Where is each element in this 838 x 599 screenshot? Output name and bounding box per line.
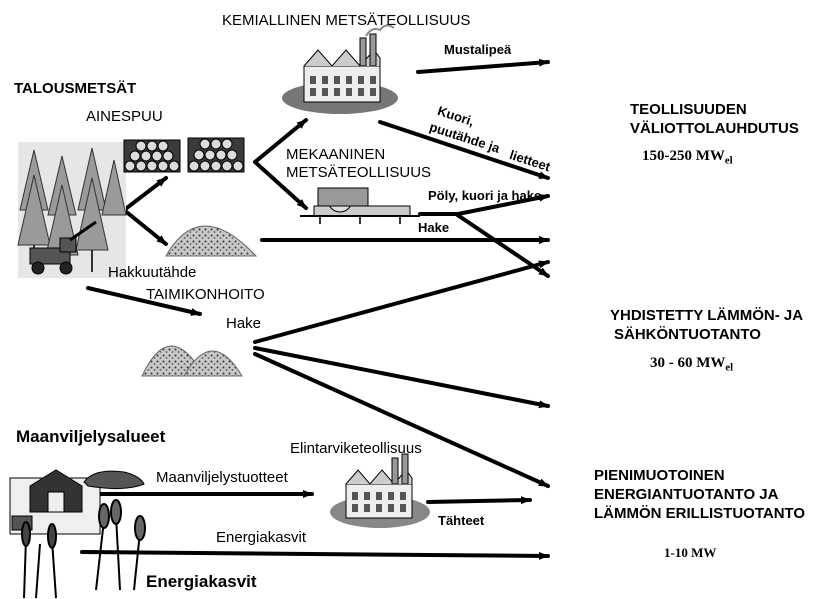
- label-taimikonhoito: TAIMIKONHOITO: [146, 286, 265, 303]
- label-energiakasvit-title: Energiakasvit: [146, 572, 257, 591]
- label-mustalipea: Mustalipeä: [444, 42, 512, 57]
- label-energiakasvit-arrow: Energiakasvit: [216, 529, 307, 546]
- woodchip-pile-icon: [165, 225, 258, 257]
- label-hake-lower: Hake: [226, 315, 262, 332]
- chemical-factory-icon: [282, 24, 398, 114]
- target-industry-power: 150-250 MWel: [642, 148, 733, 167]
- arrow-kuori: [378, 120, 550, 180]
- arrow-hakkuutahde: [86, 286, 202, 316]
- target-small-line1: PIENIMUOTOINEN: [594, 467, 725, 484]
- label-elintarviketeollisuus: Elintarviketeollisuus: [290, 440, 422, 457]
- label-talousmetsat: TALOUSMETSÄT: [14, 80, 137, 97]
- forest-harvester-icon: [17, 142, 127, 278]
- farm-barn-icon: [9, 469, 145, 535]
- label-mech-industry-1: MEKAANINEN: [286, 146, 386, 163]
- target-small-line2: ENERGIANTUOTANTO JA: [594, 486, 779, 503]
- arrow-logs-to-chem: [253, 118, 308, 164]
- label-hakkuutahde: Hakkuutähde: [108, 264, 197, 281]
- food-factory-icon: [330, 453, 430, 528]
- arrow-logs-to-mech: [253, 160, 308, 210]
- label-chem-industry: KEMIALLINEN METSÄTEOLLISUUS: [222, 12, 471, 29]
- target-industry-line2: VÄLIOTTOLAUHDUTUS: [630, 120, 799, 137]
- target-chp-power: 30 - 60 MWel: [650, 355, 733, 374]
- target-small-power: 1-10 MW: [664, 545, 717, 560]
- target-industry-line1: TEOLLISUUDEN: [630, 101, 747, 118]
- arrow-hake-to-industry: [253, 260, 550, 344]
- arrow-forest-to-logs: [122, 176, 168, 212]
- label-poly-kuori-hake: Pöly, kuori ja hake: [428, 188, 542, 203]
- arrow-forest-to-chips: [122, 208, 168, 246]
- target-small-line3: LÄMMÖN ERILLISTUOTANTO: [594, 505, 806, 522]
- target-chp-line1: YHDISTETTY LÄMMÖN- JA: [610, 307, 804, 324]
- sawmill-icon: [300, 187, 420, 224]
- arrow-hake-to-small: [253, 352, 550, 488]
- target-chp-line2: SÄHKÖNTUOTANTO: [614, 326, 761, 343]
- energy-crop-icon: [21, 499, 146, 599]
- label-maanviljelysalueet: Maanviljelysalueet: [16, 427, 166, 446]
- arrow-tahteet: [426, 496, 532, 505]
- label-hake-upper: Hake: [418, 220, 450, 235]
- flow-arrows: [80, 58, 550, 560]
- label-tahteet: Tähteet: [438, 513, 485, 528]
- label-mech-industry-2: METSÄTEOLLISUUS: [286, 164, 432, 181]
- chip-heaps-icon: [141, 345, 243, 377]
- label-ainespuu: AINESPUU: [86, 108, 163, 125]
- label-maanviljelystuotteet: Maanviljelystuotteet: [156, 469, 288, 486]
- arrow-mustalipea: [416, 58, 550, 74]
- log-pile-icon: [123, 137, 245, 173]
- arrow-energiakasvit: [80, 550, 550, 560]
- arrow-hake-to-chp: [253, 346, 550, 409]
